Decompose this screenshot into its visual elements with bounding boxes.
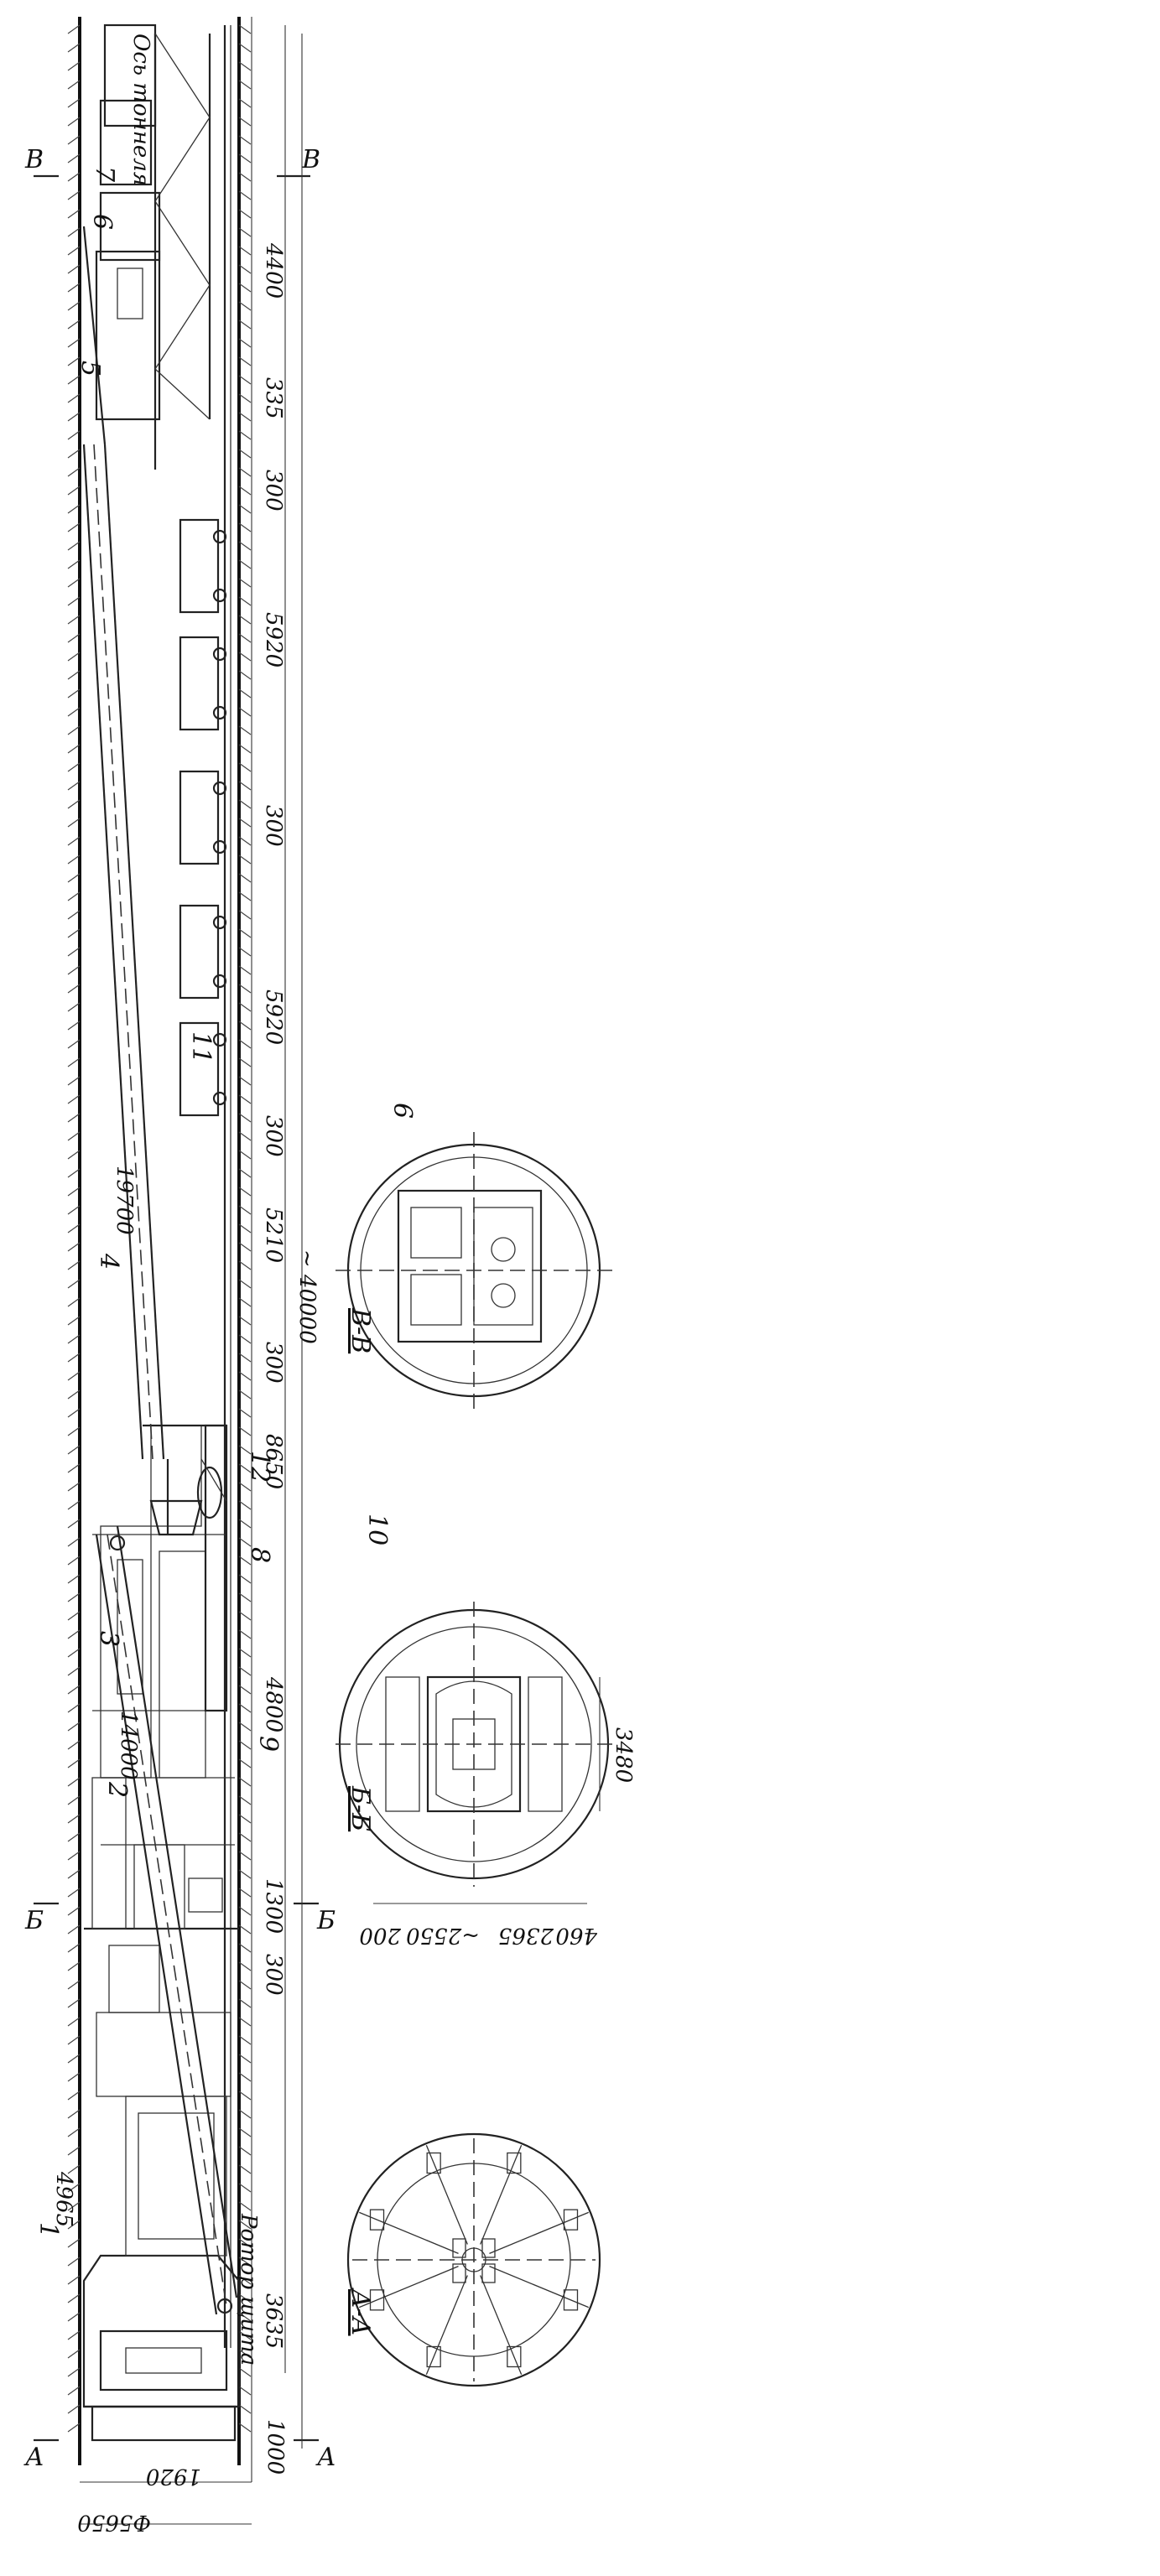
callout-6-section: 6 xyxy=(388,1103,417,1119)
callout-4: 4 xyxy=(94,1253,123,1270)
dim-4400: 4400 xyxy=(261,242,286,299)
dim-1920: 1920 xyxy=(146,2464,201,2489)
section-v-v-title: В-В xyxy=(346,1307,375,1353)
dimension-texts: Ф5650 1920 1000 3635 Ротор щита 300 1300… xyxy=(51,242,320,2535)
erector-unit xyxy=(91,1525,226,1929)
section-mark-a-left: А xyxy=(23,2443,44,2472)
section-marks: А А Б Б В В xyxy=(23,145,336,2472)
section-mark-b-left: Б xyxy=(24,1906,44,1935)
section-v-v: В-В 6 xyxy=(336,1103,612,1409)
ground-hatching-right xyxy=(238,24,252,2433)
callout-7: 7 xyxy=(90,166,119,183)
callout-10: 10 xyxy=(362,1514,392,1545)
callout-5: 5 xyxy=(75,361,105,377)
tunnel-longitudinal-view: А А Б Б В В Ось тоннеля 1 2 3 4 5 6 7 8 … xyxy=(23,17,336,2535)
dim-335: 335 xyxy=(261,377,286,419)
dim-4800: 4800 xyxy=(261,1676,286,1732)
dim-3480: 3480 xyxy=(611,1727,636,1783)
callout-2: 2 xyxy=(102,1781,132,1798)
callout-1: 1 xyxy=(34,2222,63,2238)
rotor-spokes xyxy=(359,2145,589,2375)
dim-300d: 300 xyxy=(261,805,286,847)
section-mark-v-right: В xyxy=(301,145,320,174)
section-a-a-title: А-А xyxy=(346,2288,375,2336)
conveyor-3 xyxy=(95,1525,238,2315)
dim-200: 200 xyxy=(359,1923,402,1948)
callout-9: 9 xyxy=(253,1736,283,1752)
section-b-b-title: Б-Б xyxy=(346,1785,375,1831)
dim-5920b: 5920 xyxy=(261,612,286,667)
dim-4965: 4965 xyxy=(51,2171,76,2227)
section-a-a: А-А xyxy=(346,2132,601,2387)
dim-1000: 1000 xyxy=(263,2419,288,2475)
section-mark-a-right: А xyxy=(315,2443,336,2472)
conveyor-4 xyxy=(82,226,165,1460)
dim-460: 460 xyxy=(555,1923,598,1948)
section-mark-b-right: Б xyxy=(316,1906,336,1935)
unit-8 xyxy=(149,1458,227,1536)
tunnel-axis-label: Ось тоннеля xyxy=(128,34,153,186)
dim-2365: 2365 xyxy=(498,1923,554,1948)
dim-5920a: 5920 xyxy=(261,989,286,1045)
section-mark-v-left: В xyxy=(24,145,44,174)
wagon-train-11 xyxy=(179,518,227,1117)
dim-8650: 8650 xyxy=(261,1434,286,1489)
section-b-b: Б-Б 3480 10 200 ~2550 2365 460 xyxy=(336,1514,636,1948)
callout-8: 8 xyxy=(245,1547,274,1563)
dim-300b: 300 xyxy=(261,1342,286,1384)
dim-300c: 300 xyxy=(261,1115,286,1157)
callout-6: 6 xyxy=(87,214,117,230)
dim-300e: 300 xyxy=(261,470,286,512)
dim-300a: 300 xyxy=(261,1954,286,1996)
dim-40000: ~ 40000 xyxy=(294,1249,320,1344)
section-v-frame xyxy=(397,1189,543,1343)
dim-5210: 5210 xyxy=(261,1208,286,1263)
callout-labels: 1 2 3 4 5 6 7 8 9 11 12 xyxy=(34,166,283,2238)
callout-12: 12 xyxy=(245,1451,274,1483)
gantry-truss xyxy=(95,23,211,470)
callout-3: 3 xyxy=(94,1631,123,1647)
shield-head xyxy=(82,1777,241,2442)
dim-3635: 3635 xyxy=(261,2293,286,2349)
ground-hatching xyxy=(67,24,81,2433)
dim-19700: 19700 xyxy=(112,1166,137,1235)
dim-5650: Ф5650 xyxy=(77,2510,151,2535)
dim-14000: 14000 xyxy=(116,1711,141,1780)
rotor-label: Ротор щита xyxy=(236,2213,261,2366)
dim-1300: 1300 xyxy=(261,1878,286,1934)
dimension-lines xyxy=(80,17,303,2525)
dim-2550: ~2550 xyxy=(406,1923,480,1948)
rotor-outer-circle xyxy=(346,2132,601,2387)
callout-11: 11 xyxy=(186,1031,216,1063)
